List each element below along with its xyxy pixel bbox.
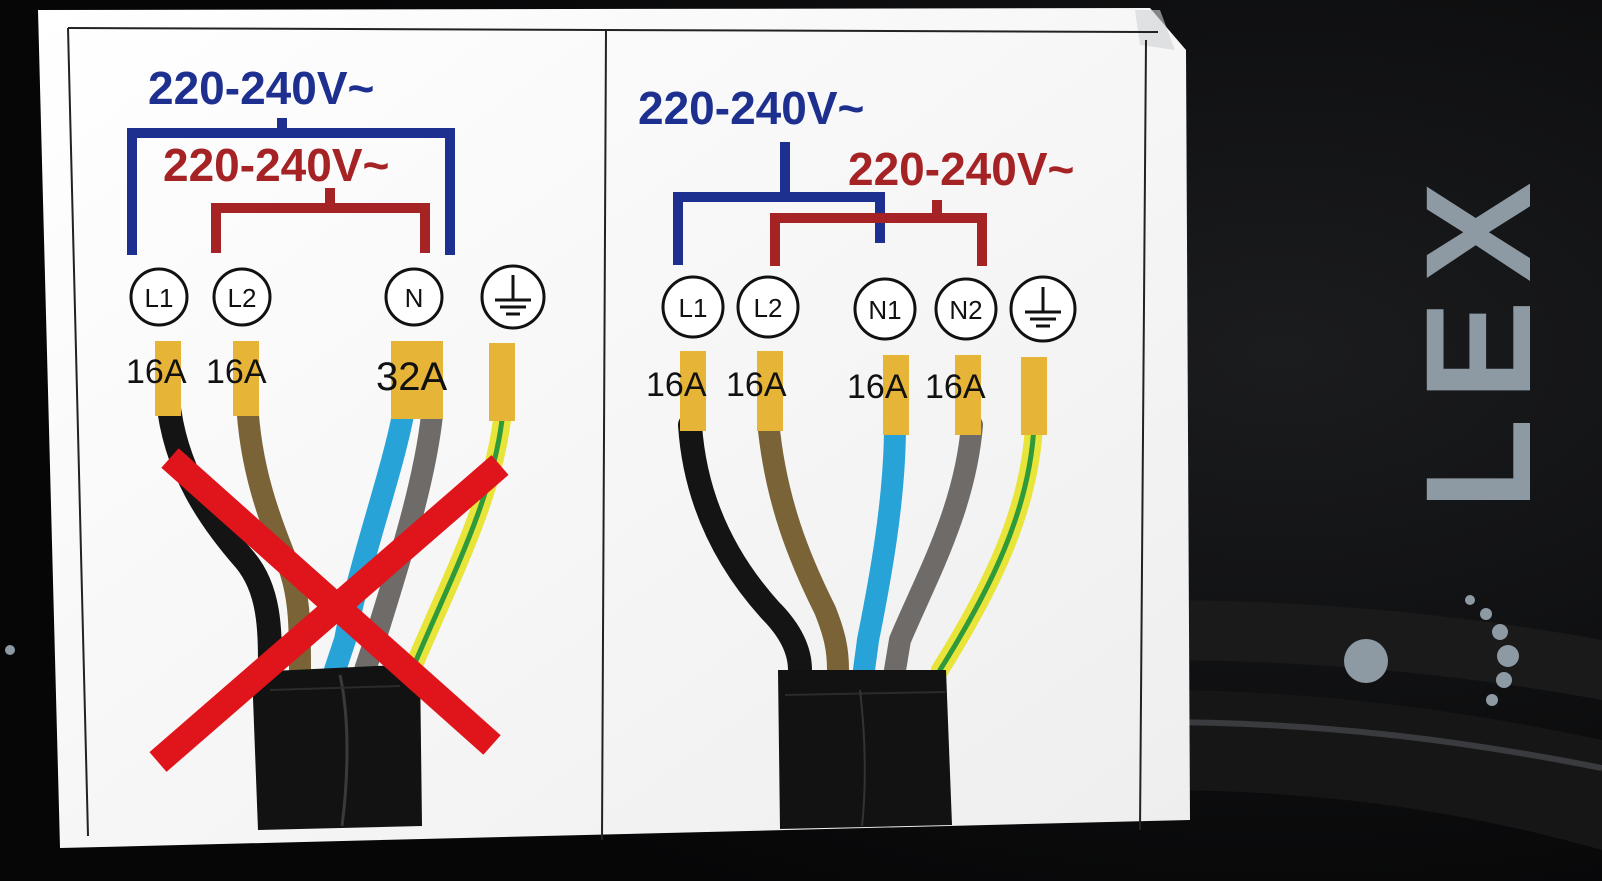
- panel-divider: [601, 29, 607, 841]
- rating-l2: 16A: [206, 353, 267, 391]
- terminal-pins: [155, 341, 515, 421]
- terminal-pins: [680, 351, 1047, 435]
- voltage-label-inner: 220-240V~: [163, 139, 389, 191]
- terminal-l1: L1: [679, 293, 708, 323]
- brand-logo: LEX: [1394, 164, 1562, 510]
- terminal-symbols: L1 L2 N1 N2: [661, 275, 1077, 343]
- indicator-dots: [5, 595, 1519, 706]
- terminal-l2: L2: [228, 283, 257, 313]
- earth-icon: [480, 264, 546, 330]
- voltage-label-inner: 220-240V~: [848, 143, 1074, 195]
- rating-l2: 16A: [726, 366, 787, 404]
- rating-l1: 16A: [646, 366, 707, 404]
- terminal-n1: N1: [868, 295, 901, 325]
- terminal-n2: N2: [949, 295, 982, 325]
- rating-n2: 16A: [925, 368, 986, 406]
- wrong-cross-icon: [149, 448, 509, 772]
- panel-left: 220-240V~ 220-240V~ L1 L2 N: [126, 62, 546, 830]
- rating-l1: 16A: [126, 353, 187, 391]
- panel-right: 220-240V~ 220-240V~ L1 L2 N1 N2: [638, 82, 1077, 829]
- cable-wires: [678, 409, 1043, 682]
- cable-sheath: [252, 664, 422, 830]
- terminal-n: N: [405, 283, 424, 313]
- rating-n1: 16A: [847, 368, 908, 406]
- bracket-inner: [211, 203, 430, 253]
- svg-text:LEX: LEX: [1394, 164, 1562, 510]
- bracket-inner: [770, 213, 987, 266]
- earth-icon: [1009, 275, 1077, 343]
- bracket-outer: [127, 128, 455, 255]
- rating-n: 32A: [376, 355, 447, 399]
- terminal-l1: L1: [145, 283, 174, 313]
- voltage-label-outer: 220-240V~: [148, 62, 374, 114]
- voltage-label-outer: 220-240V~: [638, 82, 864, 134]
- terminal-l2: L2: [754, 293, 783, 323]
- terminal-symbols: L1 L2 N: [129, 264, 546, 330]
- cable-sheath: [778, 670, 952, 829]
